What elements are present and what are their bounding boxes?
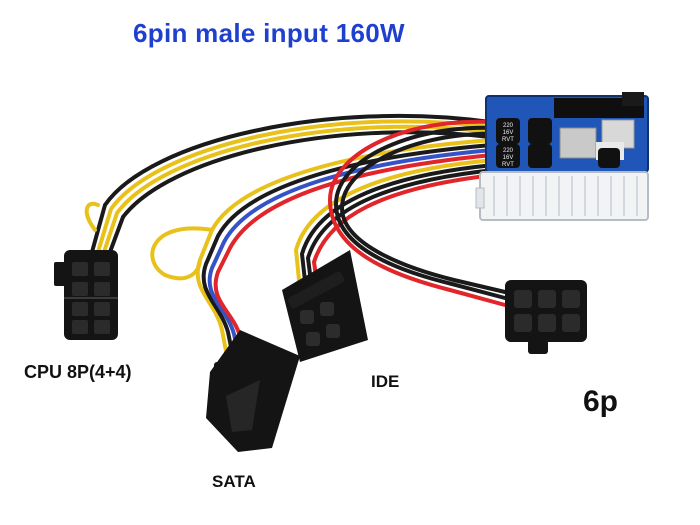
label-6pin: 6p bbox=[583, 385, 619, 418]
pcb-module: 220 16V RVT 220 16V RVT bbox=[485, 92, 649, 173]
capacitor-2 bbox=[528, 118, 552, 144]
capacitor-1: 220 16V RVT bbox=[496, 118, 520, 144]
cap-label: 220 bbox=[503, 123, 514, 129]
cap-label: RVT bbox=[502, 162, 514, 168]
cap-label: 16V bbox=[503, 130, 514, 136]
cap-label: RVT bbox=[502, 137, 514, 143]
cpu-8pin-connector bbox=[54, 250, 118, 340]
capacitor-4 bbox=[528, 144, 552, 168]
capacitor-3: 220 16V RVT bbox=[496, 144, 520, 168]
cap-label: 16V bbox=[503, 155, 514, 161]
cable-bundle-sata bbox=[150, 138, 494, 374]
product-title: 6pin male input 160W bbox=[133, 18, 405, 48]
cable-bundle-6pin bbox=[327, 119, 522, 307]
label-ide: IDE bbox=[371, 372, 400, 391]
label-cpu-8pin: CPU 8P(4+4) bbox=[24, 362, 132, 382]
label-sata: SATA bbox=[212, 472, 256, 491]
atx-24pin-plug bbox=[475, 171, 649, 221]
sata-connector bbox=[206, 330, 300, 452]
ide-molex-connector bbox=[282, 250, 368, 362]
cap-label: 220 bbox=[503, 148, 514, 154]
six-pin-connector bbox=[505, 280, 587, 354]
cable-bundle-ide bbox=[293, 158, 496, 292]
